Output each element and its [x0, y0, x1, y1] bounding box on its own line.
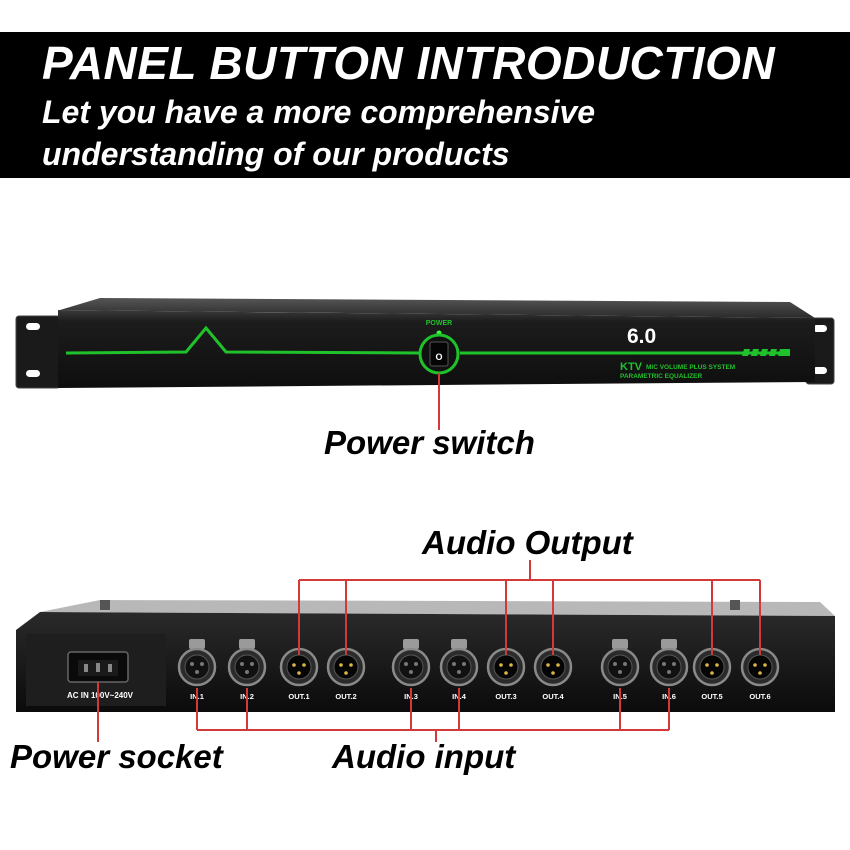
audio-input-label: Audio input: [332, 738, 516, 775]
connector-label: OUT.4: [542, 692, 564, 701]
header-banner: PANEL BUTTON INTRODUCTION Let you have a…: [0, 32, 850, 178]
switch-symbol: O: [435, 352, 442, 362]
green-accent-line: [65, 325, 421, 355]
rack-hole: [26, 323, 40, 330]
rack-hole: [26, 370, 40, 377]
rear-mount-tab: [100, 600, 110, 610]
rack-hole: [813, 325, 827, 332]
connector-label: OUT.5: [701, 692, 722, 701]
power-switch-label: Power switch: [324, 424, 535, 461]
page-title: PANEL BUTTON INTRODUCTION: [42, 37, 776, 89]
hatch-marks: [742, 349, 790, 356]
audio-input-callout-lines: [196, 688, 670, 742]
power-socket-label: Power socket: [10, 738, 223, 775]
connector-label: OUT.3: [495, 692, 516, 701]
product-sub-label: PARAMETRIC EQUALIZER: [620, 373, 703, 380]
xlr-in-4-connector[interactable]: IN.4: [439, 639, 479, 701]
connector-label: OUT.1: [288, 692, 309, 701]
xlr-out-6-connector[interactable]: OUT.6: [740, 647, 780, 701]
rack-hole: [813, 367, 827, 374]
subtitle-line-2: understanding of our products: [42, 136, 510, 172]
audio-output-callout-lines: [298, 560, 761, 655]
front-panel: POWER O 6.0 KTV MIC VOLUME PLUS SYSTEM P…: [15, 298, 835, 389]
power-switch[interactable]: O: [429, 341, 449, 367]
xlr-out-1-connector[interactable]: OUT.1: [279, 647, 319, 701]
connector-label: OUT.6: [749, 692, 770, 701]
front-top-surface: [60, 298, 815, 318]
xlr-out-4-connector[interactable]: OUT.4: [533, 647, 573, 701]
ac-power-socket[interactable]: [67, 651, 129, 683]
rear-top-surface: [40, 600, 835, 616]
power-label: POWER: [426, 320, 452, 327]
xlr-in-2-connector[interactable]: IN.2: [227, 639, 267, 701]
xlr-in-5-connector[interactable]: IN.5: [600, 639, 640, 701]
xlr-out-3-connector[interactable]: OUT.3: [486, 647, 526, 701]
product-line-label: MIC VOLUME PLUS SYSTEM: [646, 364, 735, 371]
brand-label: KTV: [620, 361, 643, 373]
connector-label: OUT.2: [335, 692, 356, 701]
model-number: 6.0: [627, 325, 656, 348]
audio-output-label: Audio Output: [422, 524, 633, 561]
ac-in-label: AC IN 100V~240V: [67, 691, 134, 700]
subtitle-line-1: Let you have a more comprehensive: [42, 94, 596, 130]
rear-mount-tab: [730, 600, 740, 610]
